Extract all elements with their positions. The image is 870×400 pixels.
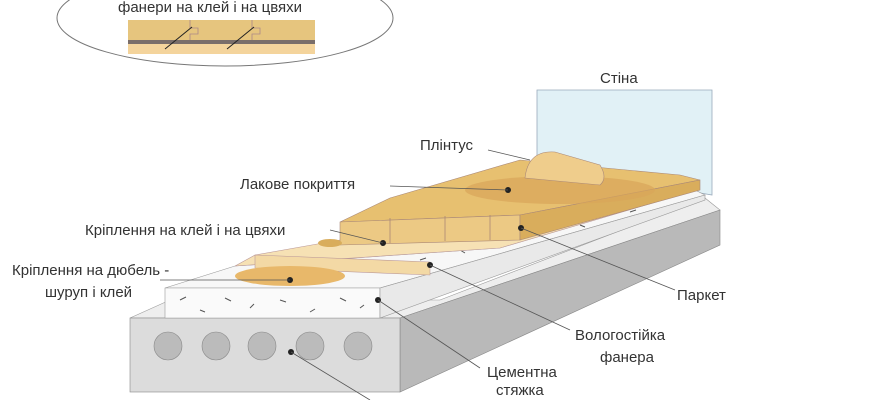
label-glue-nails: Кріплення на клей і на цвяхи [85,222,285,239]
label-screed-line2: стяжка [496,382,544,399]
label-plywood-line1: Вологостійка [575,327,666,344]
label-parquet: Паркет [677,287,726,304]
inset-caption: фанери на клей і на цвяхи [118,0,302,16]
plinth [524,151,605,186]
label-plywood-line2: фанера [600,349,655,366]
parquet-layer [318,159,701,247]
label-screed-line1: Цементна [487,364,558,381]
label-plinth: Плінтус [420,137,474,154]
inset-detail: фанери на клей і на цвяхи [56,0,394,67]
label-dowel-line1: Кріплення на дюбель - [12,262,169,279]
label-dowel-line2: шуруп і клей [45,284,132,301]
label-wall: Стіна [600,70,638,87]
label-lacquer: Лакове покриття [240,176,355,193]
